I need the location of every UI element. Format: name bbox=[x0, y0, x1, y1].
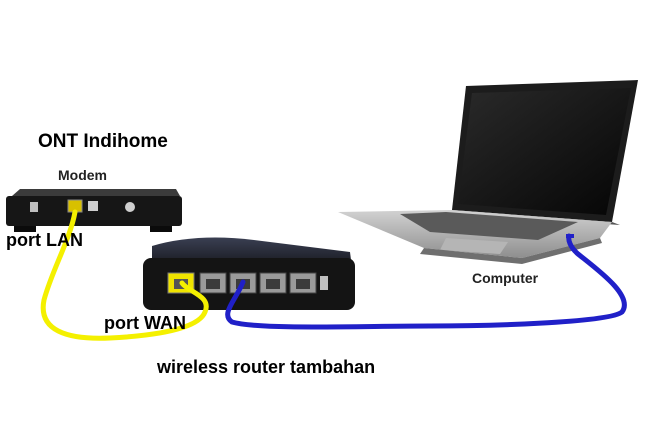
modem-label: Modem bbox=[58, 167, 107, 183]
laptop-computer bbox=[338, 80, 638, 264]
wan-cable bbox=[225, 233, 627, 330]
lan-cable bbox=[40, 209, 209, 341]
port-wan-label: port WAN bbox=[104, 313, 186, 333]
wireless-router bbox=[143, 237, 355, 310]
modem-device bbox=[6, 189, 182, 232]
router-label: wireless router tambahan bbox=[157, 357, 376, 377]
computer-label: Computer bbox=[472, 270, 539, 286]
port-lan-label: port LAN bbox=[6, 230, 83, 250]
ont-title: ONT Indihome bbox=[38, 131, 168, 152]
